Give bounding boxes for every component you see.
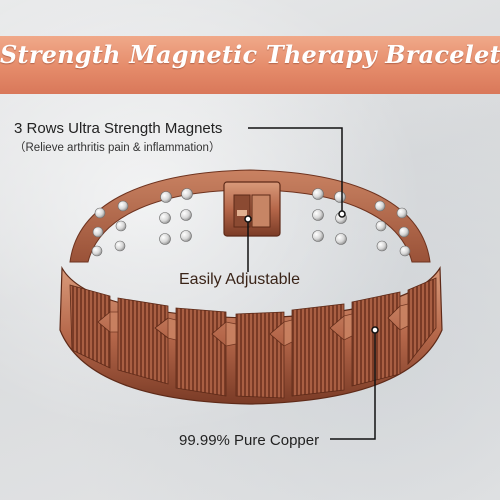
magnet xyxy=(335,233,347,245)
magnet xyxy=(180,209,192,221)
copper-callout: 99.99% Pure Copper xyxy=(179,432,320,449)
magnet xyxy=(374,200,386,212)
magnet xyxy=(114,240,126,252)
magnet xyxy=(159,233,171,245)
magnet xyxy=(117,200,129,212)
magnet xyxy=(91,245,103,257)
product-title: Strength Magnetic Therapy Bracelet xyxy=(0,40,500,69)
magnet xyxy=(312,230,324,242)
magnet xyxy=(180,230,192,242)
magnet xyxy=(115,220,127,232)
magnet xyxy=(398,226,410,238)
magnets-callout-note: （Relieve arthritis pain & inflammation） xyxy=(14,142,221,154)
magnet xyxy=(160,191,172,203)
magnet xyxy=(312,209,324,221)
magnets-callout-title: 3 Rows Ultra Strength Magnets xyxy=(14,120,223,137)
bracelet-links xyxy=(69,277,437,399)
magnet xyxy=(334,191,346,203)
magnet xyxy=(94,207,106,219)
callout-lines xyxy=(247,127,376,440)
magnet xyxy=(399,245,411,257)
magnet xyxy=(396,207,408,219)
magnet xyxy=(375,220,387,232)
magnet-rows xyxy=(91,188,411,257)
clasp xyxy=(223,181,281,237)
magnet xyxy=(92,226,104,238)
magnet xyxy=(181,188,193,200)
title-banner xyxy=(0,36,500,94)
magnet xyxy=(376,240,388,252)
magnet xyxy=(159,212,171,224)
adjustable-callout: Easily Adjustable xyxy=(179,271,300,288)
magnet xyxy=(312,188,324,200)
